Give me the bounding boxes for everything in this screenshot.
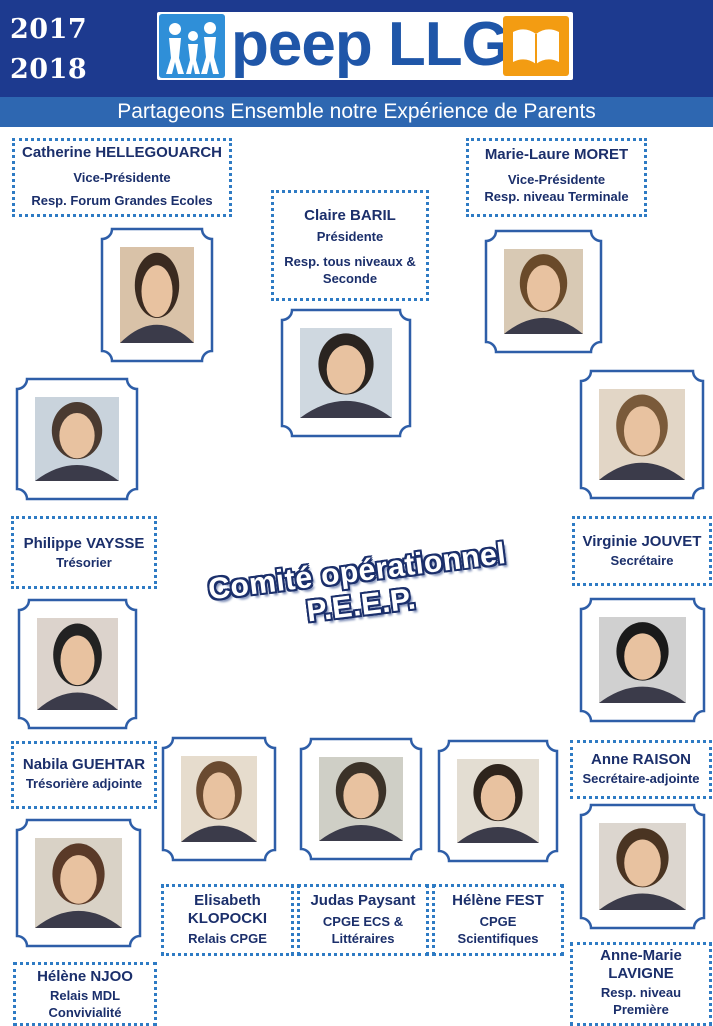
member-card-njoo: Hélène NJOO Relais MDL Convivialité (13, 962, 157, 1026)
portrait-njoo (15, 818, 142, 948)
member-role: Vice-Présidente (73, 170, 171, 185)
tagline: Partageons Ensemble notre Expérience de … (117, 100, 596, 123)
portrait-paysant (299, 737, 423, 861)
member-role: Trésorière adjointe (25, 776, 143, 791)
portrait-jouvet (579, 369, 705, 500)
family-icon (159, 14, 225, 78)
member-role: CPGE Scientifiques (457, 914, 539, 946)
member-card-vaysse: Philippe VAYSSE Trésorier (11, 516, 157, 589)
portrait-vaysse (15, 377, 139, 501)
member-name: Elisabeth KLOPOCKI (187, 892, 268, 927)
member-role: Secrétaire (610, 553, 674, 568)
member-name: Nabila GUEHTAR (22, 756, 146, 773)
member-card-paysant: Judas Paysant CPGE ECS & Littéraires (297, 884, 429, 956)
tagline-bar (0, 97, 713, 127)
committee-title: Comité opérationnel P.E.E.P. (176, 533, 543, 656)
member-card-baril: Claire BARIL Présidente Resp. tous nivea… (271, 190, 429, 301)
portrait-hellegouarch (100, 227, 214, 363)
member-role: Trésorier (56, 555, 112, 570)
member-name: Anne RAISON (590, 751, 691, 768)
member-role: Vice-Présidente (507, 172, 606, 187)
member-role: Resp. tous niveaux & Seconde (284, 254, 416, 286)
member-role: Resp. Forum Grandes Ecoles (31, 193, 213, 208)
member-role: Secrétaire-adjointe (582, 771, 700, 786)
member-card-lavigne: Anne-Marie LAVIGNE Resp. niveau Première (570, 942, 712, 1026)
member-card-jouvet: Virginie JOUVET Secrétaire (572, 516, 712, 586)
peep-logo: peep LLG (157, 12, 573, 80)
member-role: Présidente (316, 229, 384, 244)
member-name: Judas Paysant (310, 892, 416, 909)
member-name: Hélène NJOO (37, 968, 133, 985)
logo-wordmark: peep LLG (231, 10, 510, 79)
member-name: Philippe VAYSSE (23, 535, 145, 552)
member-name: Marie-Laure MORET (484, 146, 629, 163)
member-name: Virginie JOUVET (582, 533, 702, 550)
portrait-lavigne (579, 803, 706, 930)
member-card-hellegouarch: Catherine HELLEGOUARCH Vice-Présidente R… (12, 138, 232, 217)
member-role: Resp. niveau Première (600, 985, 682, 1017)
member-card-raison: Anne RAISON Secrétaire-adjointe (570, 740, 712, 799)
member-name: Catherine HELLEGOUARCH (21, 144, 223, 161)
member-card-klopocki: Elisabeth KLOPOCKI Relais CPGE (161, 884, 294, 956)
member-name: Anne-Marie LAVIGNE (600, 947, 682, 982)
portrait-moret (484, 229, 603, 354)
member-role: Relais MDL (49, 988, 121, 1003)
member-name: Claire BARIL (304, 207, 396, 224)
portrait-raison (579, 597, 706, 723)
portrait-fest (437, 739, 559, 863)
book-icon (503, 16, 569, 76)
member-card-guehtar: Nabila GUEHTAR Trésorière adjointe (11, 741, 157, 809)
portrait-guehtar (17, 598, 138, 730)
member-card-fest: Hélène FEST CPGE Scientifiques (432, 884, 564, 956)
portrait-baril (280, 308, 412, 438)
member-card-moret: Marie-Laure MORET Vice-Présidente Resp. … (466, 138, 647, 217)
member-role: CPGE ECS & Littéraires (322, 914, 404, 946)
member-role: Resp. niveau Terminale (484, 189, 629, 204)
year-start: 2017 (10, 14, 88, 45)
portrait-klopocki (161, 736, 277, 862)
member-role: Convivialité (48, 1005, 122, 1020)
member-name: Hélène FEST (452, 892, 544, 909)
year-end: 2018 (10, 54, 88, 85)
member-role: Relais CPGE (188, 931, 267, 946)
